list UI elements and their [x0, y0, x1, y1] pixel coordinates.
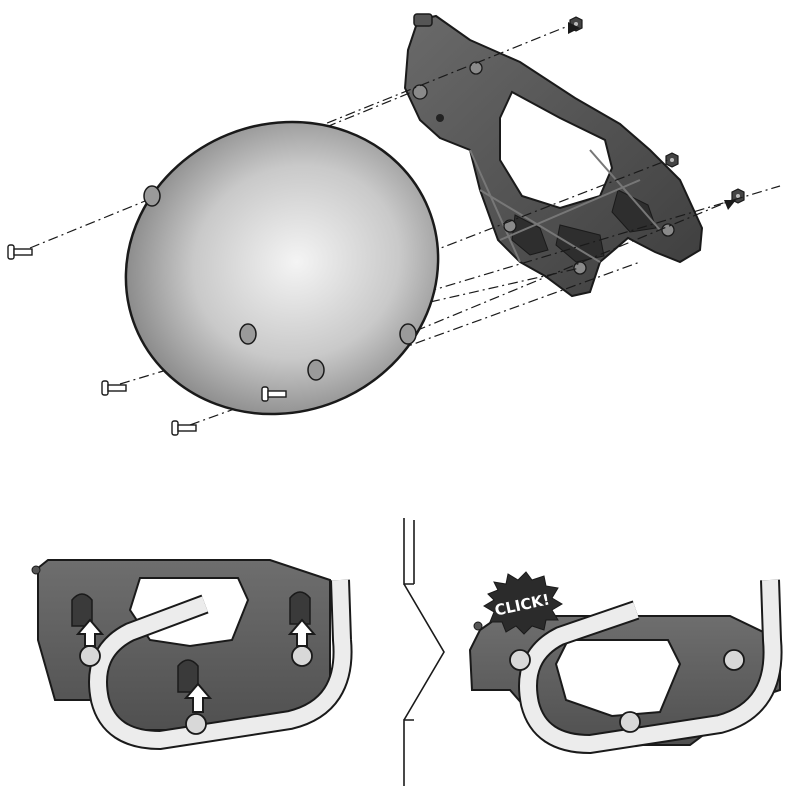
pin: [291, 645, 313, 667]
up-arrow-icon: [287, 618, 317, 647]
screw-4: [171, 420, 197, 436]
disc-hole: [399, 323, 417, 345]
exploded-view: [7, 13, 781, 436]
step-insert: [31, 559, 353, 750]
disc-hole: [239, 323, 257, 345]
rail: [90, 579, 351, 748]
pin: [185, 713, 207, 735]
mounting-plate: [403, 13, 704, 298]
pin: [723, 649, 745, 671]
up-arrow-icon: [183, 682, 213, 713]
rail: [520, 579, 781, 752]
up-arrow-icon: [75, 618, 105, 647]
pin: [619, 711, 641, 733]
pin: [79, 645, 101, 667]
nut-right-upper: [665, 152, 679, 168]
step-click: CLICK!: [468, 571, 783, 754]
pin: [509, 649, 531, 671]
screw-1: [7, 244, 33, 260]
click-burst-icon: [483, 571, 563, 635]
disc-hole: [143, 185, 161, 207]
step-separator-icon: [403, 518, 445, 786]
cover-disc: [124, 120, 440, 416]
disc-hole: [307, 359, 325, 381]
